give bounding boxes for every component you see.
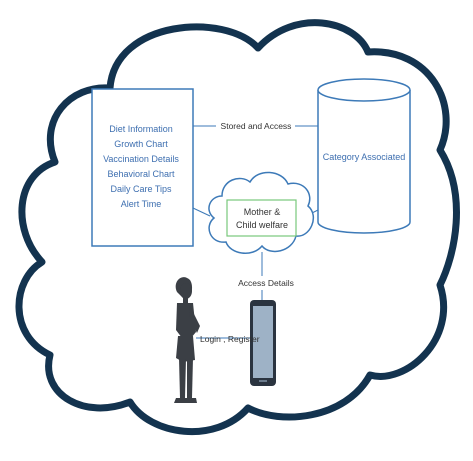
person-icon <box>174 277 200 403</box>
info-item-diet: Diet Information <box>109 124 173 134</box>
info-box <box>91 88 194 247</box>
phone-icon <box>250 300 276 386</box>
info-item-growth: Growth Chart <box>114 139 168 149</box>
edge-label-access-details: Access Details <box>238 278 294 288</box>
database-label: Category Associated <box>323 152 406 162</box>
info-item-alert: Alert Time <box>121 199 162 209</box>
edge-label-stored-access: Stored and Access <box>221 121 292 131</box>
database-cylinder <box>317 78 411 234</box>
center-node-line1: Mother & <box>244 207 281 217</box>
center-node-box <box>226 199 297 237</box>
connector-info-to-center <box>192 207 211 217</box>
info-item-vaccination: Vaccination Details <box>103 154 179 164</box>
info-item-behavioral: Behavioral Chart <box>107 169 175 179</box>
center-node-line2: Child welfare <box>236 220 288 230</box>
info-item-care-tips: Daily Care Tips <box>110 184 172 194</box>
info-box-list: Diet Information Growth Chart Vaccinatio… <box>103 124 179 209</box>
edge-label-login-register: Login , Register <box>200 334 260 344</box>
